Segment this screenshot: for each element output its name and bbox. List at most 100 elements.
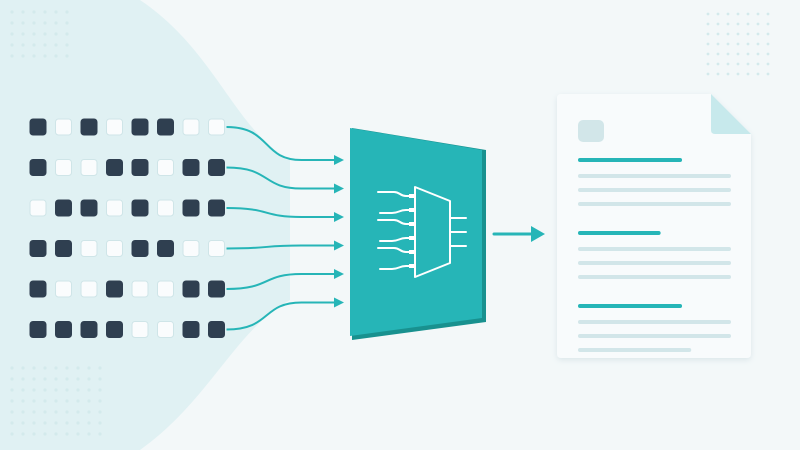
dot (726, 62, 730, 66)
dot (65, 377, 69, 381)
dot (756, 62, 760, 66)
connector-arrow (226, 240, 344, 251)
connector-arrow (226, 126, 344, 165)
document-heading-line (578, 158, 683, 162)
dot (65, 54, 69, 58)
dot (54, 21, 58, 25)
dot (21, 432, 25, 436)
dot (21, 366, 25, 370)
dot (736, 72, 740, 76)
dot (87, 388, 91, 392)
dot (76, 399, 80, 403)
dot (10, 54, 14, 58)
dot (716, 72, 720, 76)
bit-cell-empty (106, 240, 123, 257)
bit-cell-empty (55, 280, 72, 298)
circuit-pin (409, 222, 414, 226)
input-row (29, 321, 225, 338)
dot (43, 32, 47, 36)
dot (76, 377, 80, 381)
dot (54, 366, 58, 370)
dot (726, 32, 730, 36)
input-connector-arrows (226, 126, 344, 331)
dot (32, 432, 36, 436)
bit-cell-filled (208, 199, 225, 217)
connector-arrow (226, 269, 344, 290)
bit-cell-empty (80, 159, 98, 176)
dot (32, 421, 36, 425)
dot (76, 388, 80, 392)
dot (43, 432, 47, 436)
bit-cell-filled (29, 321, 47, 338)
dot (21, 421, 25, 425)
bit-cell-filled (106, 321, 123, 338)
dot (32, 10, 36, 14)
dot (766, 22, 770, 26)
document-text-line (578, 188, 731, 192)
document-text-line (578, 247, 731, 251)
document-thumbnail (578, 120, 604, 142)
dot (32, 32, 36, 36)
dot (65, 32, 69, 36)
bit-cell-empty (106, 118, 123, 136)
input-row (29, 199, 225, 217)
dot (10, 432, 14, 436)
circuit-input-line (379, 237, 412, 242)
circuit-input-line (379, 265, 412, 270)
dot-pattern-decoration (10, 10, 770, 436)
circuit-pin (409, 236, 414, 240)
dot (76, 432, 80, 436)
dot (21, 43, 25, 47)
dot (10, 21, 14, 25)
bit-cell-filled (106, 159, 123, 176)
dot (32, 410, 36, 414)
dot (98, 388, 102, 392)
dot (10, 388, 14, 392)
bit-cell-filled (182, 321, 200, 338)
document-section (578, 231, 731, 279)
bit-cell-filled (106, 280, 123, 298)
dot (716, 52, 720, 56)
bit-cell-filled (131, 159, 149, 176)
dot (746, 62, 750, 66)
dot (54, 43, 58, 47)
dot (54, 10, 58, 14)
bit-cell-filled (80, 321, 98, 338)
document-text-line (578, 348, 692, 352)
dot (65, 410, 69, 414)
dot (21, 388, 25, 392)
bit-cell-filled (182, 159, 200, 176)
dot (10, 10, 14, 14)
dot (746, 12, 750, 16)
dot (10, 366, 14, 370)
dot (65, 421, 69, 425)
dot (32, 366, 36, 370)
dot (756, 72, 760, 76)
dot (54, 388, 58, 392)
dot (87, 421, 91, 425)
dot (43, 421, 47, 425)
dot (54, 377, 58, 381)
document-text-line (578, 320, 731, 324)
dot (736, 22, 740, 26)
background-layer (0, 0, 290, 450)
dot (98, 377, 102, 381)
bit-cell-empty (55, 159, 72, 176)
dot (65, 399, 69, 403)
bit-cell-empty (208, 118, 225, 136)
bit-cell-empty (80, 280, 98, 298)
bit-cell-filled (29, 240, 47, 257)
dot (736, 12, 740, 16)
document-heading-line (578, 231, 661, 235)
dot (756, 32, 760, 36)
bit-cell-filled (131, 240, 149, 257)
dot (21, 377, 25, 381)
dot (726, 52, 730, 56)
dot (98, 399, 102, 403)
background-blob (0, 0, 290, 450)
dot (43, 366, 47, 370)
dot-cluster-top-left (10, 10, 69, 58)
dot (32, 399, 36, 403)
dot (746, 22, 750, 26)
bit-cell-filled (131, 118, 149, 136)
